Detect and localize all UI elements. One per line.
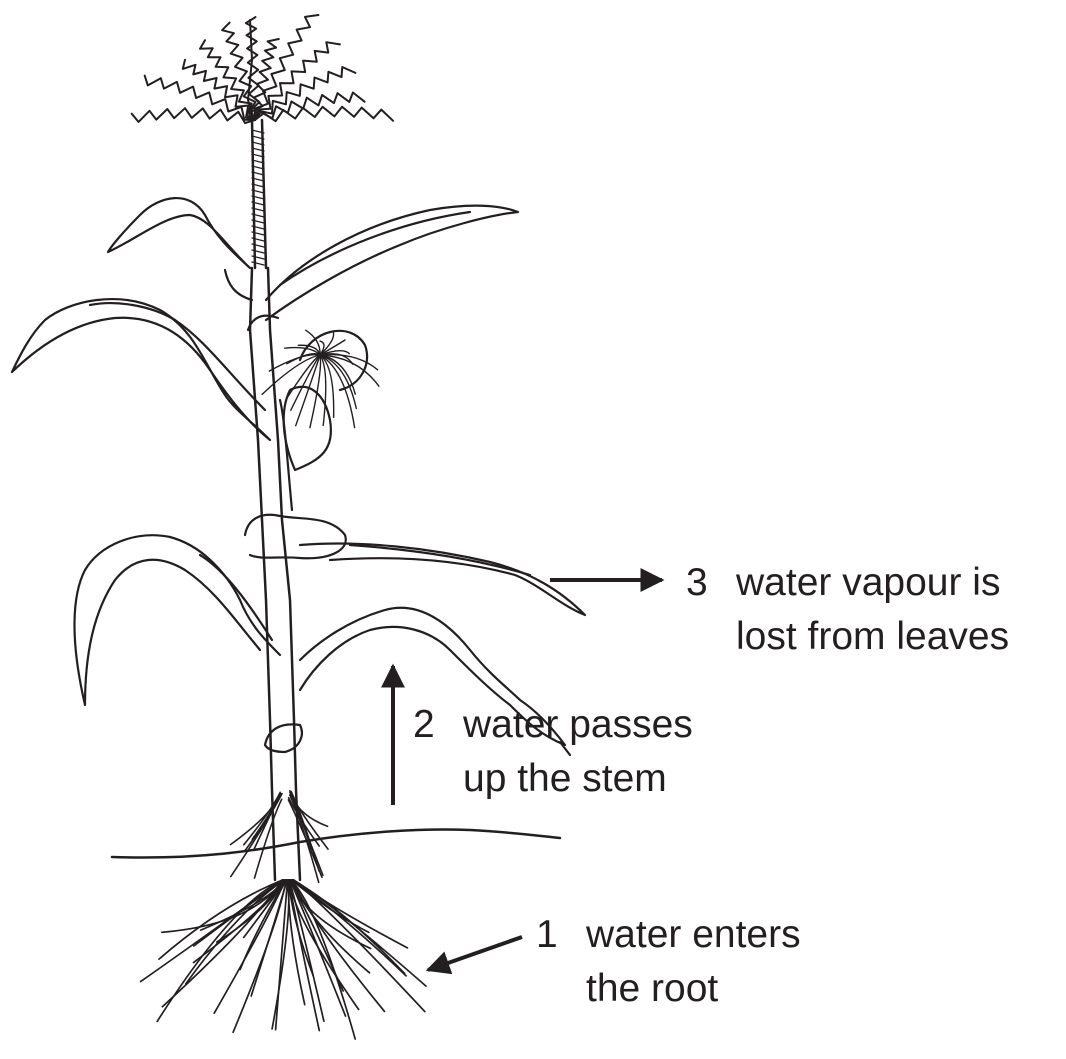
arrow-into-root [425,935,523,975]
label-step-2-line1: water passes [463,703,693,746]
silk-strand [319,354,335,418]
silk-strand [285,354,321,401]
stem-hatch-line [251,261,265,266]
label-step-1-number: 1 [536,913,558,956]
stem-hatch-line [251,231,265,236]
silk-strand [319,332,335,356]
root-strand [250,879,288,997]
stem-hatch-line [251,183,265,188]
silk-strand [261,354,321,396]
prop-root [287,799,323,879]
stem-hatch-line [251,237,265,242]
stem-hatch-line [251,153,265,158]
tassel-branch [254,91,366,121]
label-step-2-line2: up the stem [463,757,667,800]
ground-line [110,828,562,859]
prop-roots [229,790,329,884]
label-step-3-number: 3 [686,561,708,604]
roots [139,879,427,1040]
silk-strand [295,354,321,427]
prop-root [290,790,320,872]
root-strand [156,879,284,1023]
stem-hatch-line [251,165,265,170]
stem-hatch-line [251,249,265,254]
prop-root [243,792,283,853]
stem-hatch-line [251,213,265,218]
root-strand [199,879,286,931]
silk-strand [319,339,346,356]
stem-hatch-line [251,141,265,146]
silk-strand [284,346,321,356]
tassel-branch [254,41,341,121]
silk-strand [319,353,379,371]
stem-hatch-line [251,243,265,248]
silk-strand [290,354,321,411]
root-strand [158,879,284,960]
tassel-branch [254,105,395,123]
prop-root [253,792,282,850]
stem [248,118,302,882]
root-strand [291,879,386,1013]
silk-strand [319,354,357,410]
tassel-branch [181,58,256,121]
prop-root [289,796,320,884]
tassel-branch [253,14,320,121]
prop-root [253,798,283,879]
tassel-branch [143,74,256,121]
tassel-branch [250,38,280,121]
stem-hatch-line [251,201,265,206]
stem-hatch-line [251,219,265,224]
silk-strand [319,354,356,429]
tassel-branch [130,107,256,125]
stem-hatch-line [251,159,265,164]
stem-hatch-line [251,225,265,230]
stem-hatch-line [251,195,265,200]
prop-root [290,795,329,828]
label-step-1-line2: the root [586,967,719,1010]
silk-strand [319,354,380,387]
label-step-1: 1 water enters the root [536,908,801,1016]
tassel-branch [199,39,256,121]
label-step-3-line2: lost from leaves [736,615,1010,658]
root-strand [242,879,288,939]
label-step-1-line1: water enters [586,913,801,956]
stem-hatch-line [251,207,265,212]
root-strand [288,879,321,1032]
label-step-2: 2 water passes up the stem [413,698,693,806]
root-strand [287,879,306,1006]
root-strand [274,879,289,1031]
root-strand [185,879,286,985]
label-step-3-line1: water vapour is [736,561,1001,604]
stem-hatch-line [251,177,265,182]
stem-hatch-line [251,255,265,260]
label-step-2-number: 2 [413,703,435,746]
root-strand [293,879,426,1013]
stem-hatch-line [251,129,265,134]
prop-root [289,790,312,851]
silk-strand [305,329,321,356]
tassel-branch [254,66,357,121]
tassel-branch [221,21,257,121]
label-step-3: 3 water vapour is lost from leaves [686,556,1009,664]
stem-hatch-line [251,171,265,176]
root-strand [292,879,427,987]
stem-hatch-line [251,189,265,194]
silk-strand [319,354,327,427]
root-strand [289,879,360,1011]
silk-strand [309,354,322,429]
stem-hatch-line [251,147,265,152]
root-strand [289,879,357,1040]
root-strand [290,879,372,950]
stem-hatch-line [251,135,265,140]
leaves [10,197,587,757]
tassel [130,14,395,125]
stem-hatch [251,129,265,266]
prop-root [251,793,281,840]
tassel-tip [247,19,255,121]
ear-silks [261,329,380,429]
